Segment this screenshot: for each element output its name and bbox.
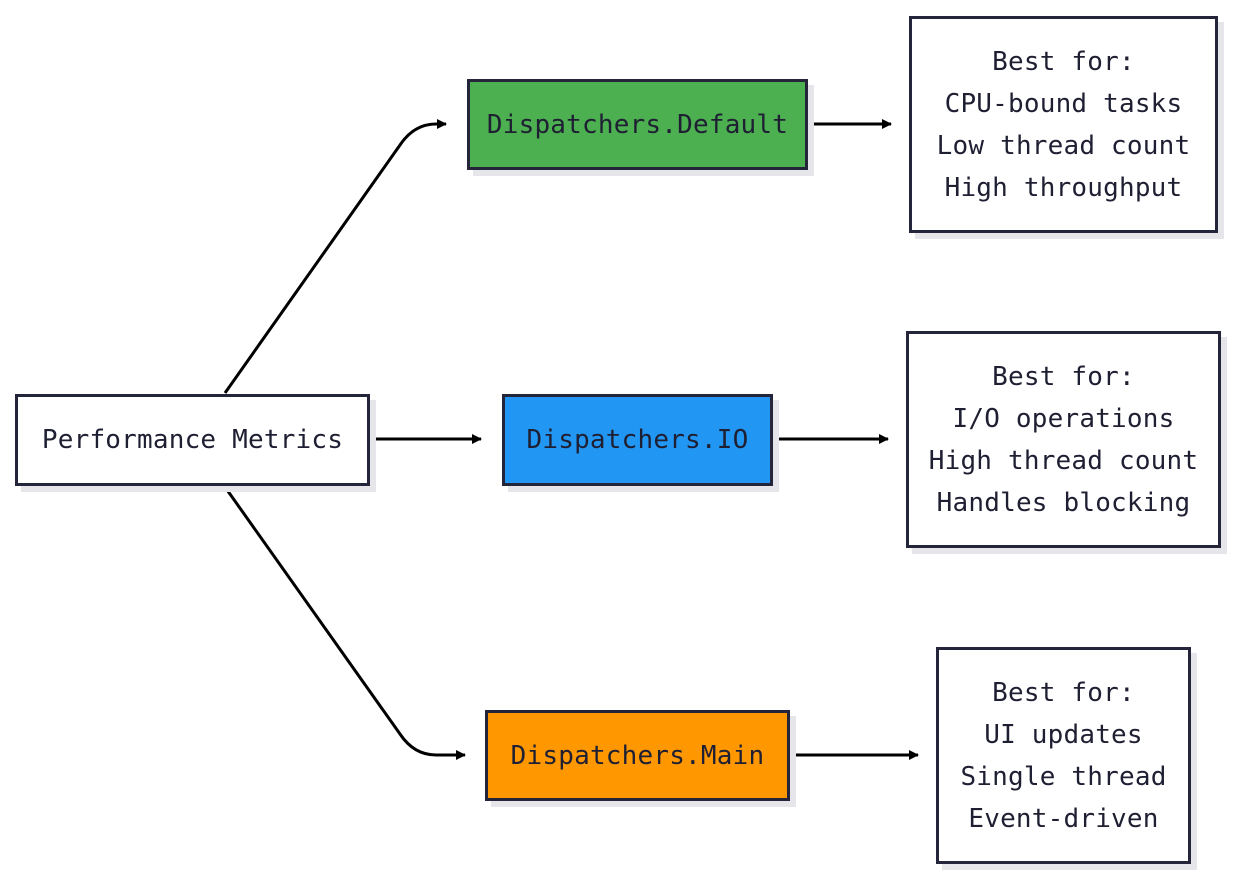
notes-box-default: Best for: CPU-bound tasks Low thread cou… [909, 16, 1218, 233]
edge-root-to-main [223, 486, 466, 760]
notes-io-line: Handles blocking [936, 487, 1191, 518]
node-dispatchers-main: Dispatchers.Main [485, 710, 790, 801]
notes-main-line: Best for: [992, 677, 1135, 708]
node-dispatchers-io-label: Dispatchers.IO [526, 425, 749, 455]
notes-default-line: Best for: [992, 46, 1135, 77]
notes-main-line: Event-driven [968, 803, 1159, 834]
node-dispatchers-default: Dispatchers.Default [467, 79, 808, 170]
notes-main-line: UI updates [984, 719, 1143, 750]
notes-io-line: I/O operations [952, 403, 1175, 434]
edge-root-to-default [223, 119, 447, 394]
notes-main-line: Single thread [960, 761, 1167, 792]
notes-default-line: CPU-bound tasks [944, 88, 1183, 119]
notes-box-main: Best for: UI updates Single thread Event… [936, 647, 1191, 864]
notes-default-line: Low thread count [936, 130, 1191, 161]
root-node-performance-metrics: Performance Metrics [15, 394, 370, 486]
node-dispatchers-main-label: Dispatchers.Main [510, 740, 765, 771]
notes-io-line: High thread count [928, 445, 1199, 476]
root-node-label: Performance Metrics [41, 425, 344, 455]
notes-default-line: High throughput [944, 172, 1183, 203]
notes-io-line: Best for: [992, 361, 1135, 392]
notes-box-io: Best for: I/O operations High thread cou… [906, 331, 1221, 548]
node-dispatchers-io: Dispatchers.IO [502, 394, 773, 486]
node-dispatchers-default-label: Dispatchers.Default [486, 109, 789, 140]
